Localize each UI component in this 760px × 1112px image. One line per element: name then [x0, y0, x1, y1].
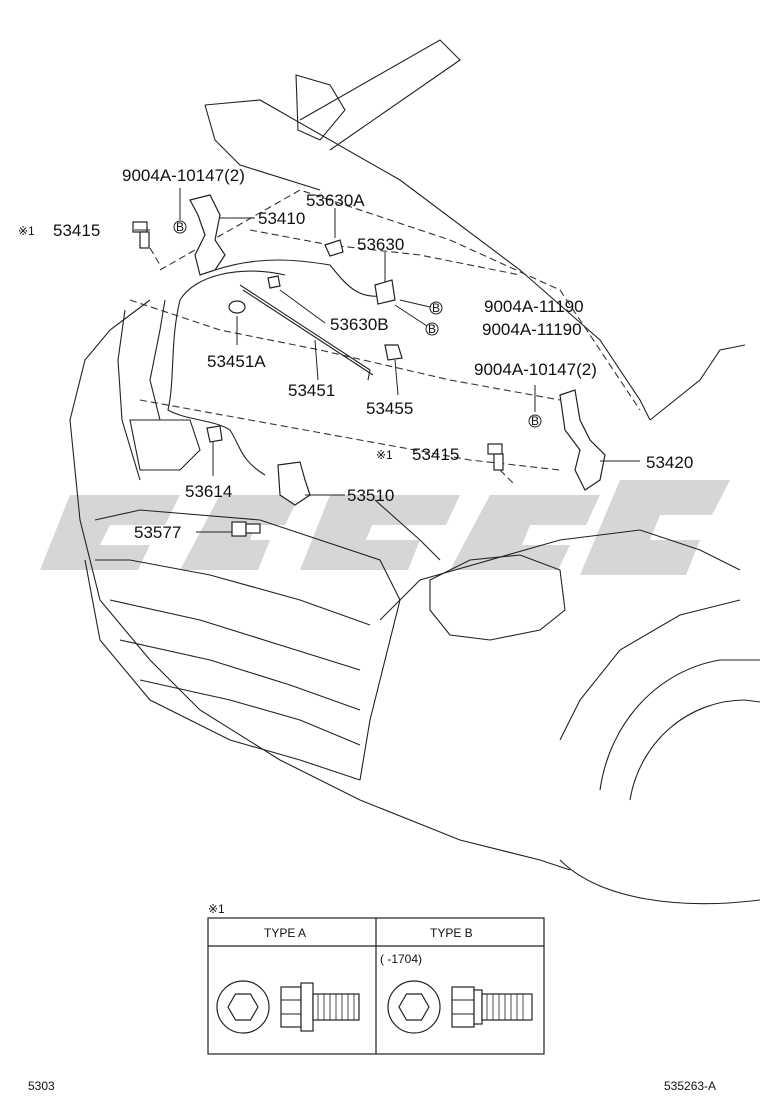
bolt-marker-right: B: [531, 414, 539, 428]
rod-bracket: [384, 344, 403, 361]
label-53455: 53455: [366, 399, 413, 418]
table-header-type-a: TYPE A: [264, 926, 306, 940]
lock-bolt: [231, 521, 261, 537]
label-53630: 53630: [357, 235, 404, 254]
bolt-left: [132, 221, 150, 249]
rod-holder: [228, 300, 246, 314]
table-note-mark: ※1: [208, 902, 225, 916]
hinge-right: [559, 389, 606, 491]
label-53451A: 53451A: [207, 352, 266, 371]
leader-lines: [134, 188, 640, 533]
hinge-left: [189, 194, 226, 276]
note-mark-right: ※1: [376, 448, 393, 462]
cable-clip: [267, 275, 281, 289]
bolt-marker-b: B: [428, 322, 436, 336]
cable-bracket: [374, 279, 396, 305]
bolt-type-table: ※1 TYPE A TYPE B ( -1704): [207, 902, 545, 1055]
label-53415-right: 53415: [412, 445, 459, 464]
table-type-b-range: ( -1704): [380, 952, 422, 966]
bolt-marker-top: B: [176, 220, 184, 234]
bolt-markers: B B B B: [173, 220, 542, 428]
bolt-type-b-illustration: [387, 980, 533, 1034]
table-header-type-b: TYPE B: [430, 926, 473, 940]
page-code: 5303: [28, 1079, 55, 1093]
bolt-right: [487, 443, 504, 471]
note-mark-left: ※1: [18, 224, 35, 238]
label-9004A-11190-b: 9004A-11190: [482, 320, 582, 339]
part-labels: 9004A-10147(2) ※1 53415 53410 53630A 536…: [18, 166, 693, 542]
figure-code: 535263-A: [664, 1079, 716, 1093]
label-53614: 53614: [185, 482, 232, 501]
watermark: [40, 480, 730, 575]
cable-guide: [206, 425, 223, 443]
label-53415-left: 53415: [53, 221, 100, 240]
label-53420: 53420: [646, 453, 693, 472]
label-9004A-10147-right: 9004A-10147(2): [474, 360, 597, 379]
label-53630B: 53630B: [330, 315, 389, 334]
label-53451: 53451: [288, 381, 335, 400]
label-53510: 53510: [347, 486, 394, 505]
label-53410: 53410: [258, 209, 305, 228]
label-9004A-10147-top: 9004A-10147(2): [122, 166, 245, 185]
bolt-marker-a: B: [432, 301, 440, 315]
label-53630A: 53630A: [306, 191, 365, 210]
bolt-type-a-illustration: [216, 980, 360, 1034]
parts: [132, 194, 606, 537]
label-9004A-11190-a: 9004A-11190: [484, 297, 584, 316]
cable-clamp: [324, 239, 344, 257]
label-53577: 53577: [134, 523, 181, 542]
